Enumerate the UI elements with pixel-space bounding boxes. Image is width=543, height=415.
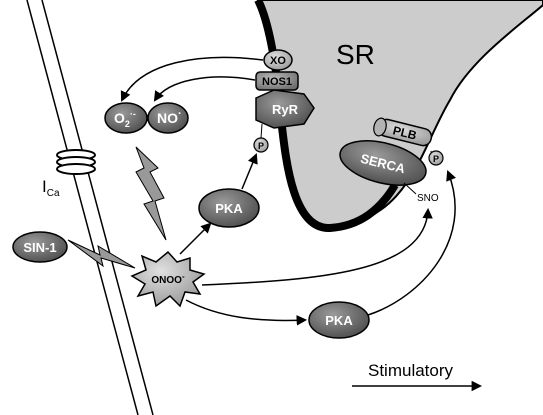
plb-phospho-label: P bbox=[433, 154, 439, 164]
pka-upper-label: PKA bbox=[215, 201, 243, 216]
sarcolemma-line-left bbox=[26, 0, 139, 415]
arrow-xo-to-superoxide bbox=[120, 56, 264, 102]
sarcolemma-line-right bbox=[41, 0, 154, 415]
plb-label: PLB bbox=[391, 123, 418, 142]
plb-node: PLB bbox=[373, 117, 433, 147]
channel-ring-3 bbox=[56, 163, 96, 175]
ryr-label: RyR bbox=[272, 102, 299, 117]
nos1-label: NOS1 bbox=[262, 76, 292, 88]
legend: Stimulatory bbox=[352, 361, 483, 392]
arrow-pka-upper-to-ryr bbox=[241, 153, 258, 190]
serca-complex: PLB SERCA P SNO bbox=[339, 117, 444, 204]
superoxide-node: O2·- bbox=[104, 102, 148, 134]
ryr-node: RyR bbox=[255, 89, 315, 129]
arrow-peroxynitrite-to-pka-lower bbox=[185, 299, 308, 326]
peroxynitrite-label: ONOO- bbox=[151, 272, 185, 286]
nitric-oxide-label: NO· bbox=[157, 108, 182, 126]
pka-upper-node: PKA bbox=[198, 188, 260, 228]
ryr-phospho-label: P bbox=[258, 141, 264, 151]
lightning-bolt-sin1 bbox=[67, 239, 136, 269]
calcium-channel: ICa bbox=[42, 149, 96, 199]
sin1-node: SIN-1 bbox=[12, 231, 68, 263]
arrows bbox=[120, 56, 456, 326]
peroxynitrite-node: ONOO- bbox=[130, 250, 206, 308]
sin1-label: SIN-1 bbox=[23, 240, 56, 255]
sno-modification: SNO bbox=[403, 182, 439, 204]
superoxide-label: O2·- bbox=[114, 109, 136, 129]
ryr-phospho: P bbox=[253, 123, 269, 153]
arrow-peroxynitrite-to-sno bbox=[201, 207, 433, 286]
nitric-oxide-node: NO· bbox=[147, 102, 189, 134]
serca-node: SERCA bbox=[339, 140, 427, 186]
sr-label: SR bbox=[336, 39, 375, 70]
ryr-complex: XO NOS1 RyR P bbox=[253, 49, 315, 153]
pka-lower-node: PKA bbox=[308, 301, 370, 339]
lightning-bolt-radicals bbox=[135, 146, 167, 241]
sno-label: SNO bbox=[417, 193, 439, 204]
xo-node: XO bbox=[263, 49, 293, 71]
xo-label: XO bbox=[270, 55, 286, 67]
pka-lower-label: PKA bbox=[325, 313, 353, 328]
arrow-nos1-to-nitric-oxide bbox=[153, 76, 256, 102]
arrow-pka-lower-to-plb bbox=[367, 170, 456, 316]
peroxynitrite-starburst bbox=[130, 250, 206, 308]
legend-stimulatory-label: Stimulatory bbox=[368, 361, 454, 380]
arrow-peroxynitrite-to-pka-upper bbox=[179, 222, 212, 255]
sr-membrane-edge bbox=[254, 0, 399, 233]
ica-label: ICa bbox=[42, 177, 60, 199]
sarcolemma bbox=[26, 0, 154, 415]
nos1-node: NOS1 bbox=[255, 71, 299, 91]
plb-phospho: P bbox=[428, 150, 444, 166]
